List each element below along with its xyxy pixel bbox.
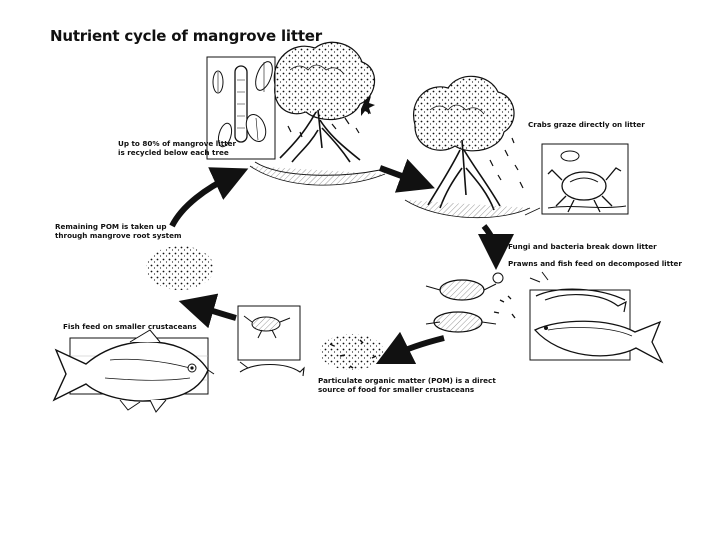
label-fungi-bacteria: Fungi and bacteria break down litter — [508, 242, 657, 251]
label-fish-feed: Fish feed on smaller crustaceans — [63, 322, 197, 331]
crab-illustration — [524, 143, 629, 216]
arrow-crustaceans-to-fish — [178, 293, 237, 329]
fish-illustration — [52, 329, 215, 413]
small-crustaceans-illustration — [237, 305, 305, 377]
pom-particles-left — [146, 246, 214, 290]
label-litter-recycled: Up to 80% of mangrove litter is recycled… — [118, 139, 236, 157]
prawns-fish-illustration — [425, 271, 664, 364]
arrow-decomposers-to-pom — [375, 331, 445, 365]
arrow-tree-to-tree — [378, 158, 435, 193]
arrow-roots-to-tree — [169, 167, 249, 228]
mangrove-tree-left — [206, 41, 386, 186]
diagram-title: Nutrient cycle of mangrove litter — [50, 27, 322, 45]
label-pom-food: Particulate organic matter (POM) is a di… — [318, 376, 496, 394]
label-pom-roots: Remaining POM is taken up through mangro… — [55, 222, 182, 240]
label-crabs-graze: Crabs graze directly on litter — [528, 120, 645, 129]
mangrove-tree-right — [404, 75, 531, 219]
pom-particles-center — [320, 334, 384, 370]
arrow-tree-to-decomposers — [477, 224, 514, 270]
label-prawns-fish: Prawns and fish feed on decomposed litte… — [508, 259, 682, 268]
cycle-arrows — [169, 158, 514, 365]
